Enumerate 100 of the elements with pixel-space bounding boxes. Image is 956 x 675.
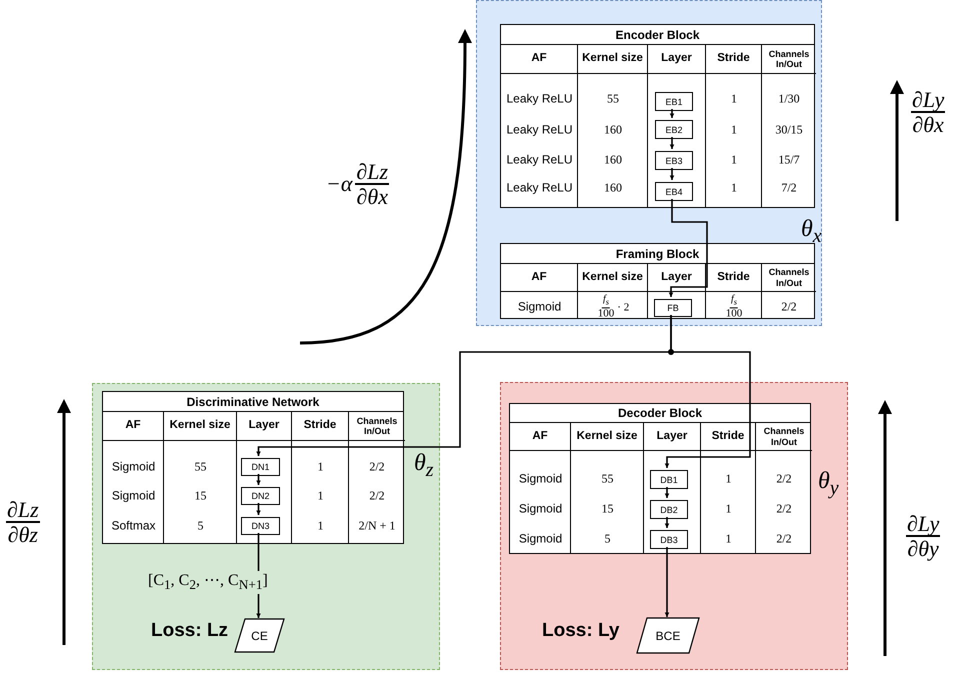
column-header: Stride (701, 423, 756, 451)
table-cell-text: 1 (731, 153, 737, 167)
table-cell-text: 1/30 (778, 92, 800, 106)
table-title: Encoder Block (501, 25, 814, 45)
column-header: Kernel size (578, 45, 648, 74)
table-cell-text: 1 (726, 532, 732, 546)
table-cell-text: Softmax (112, 519, 156, 533)
math-factor: −α (326, 171, 352, 198)
table-cell-text: 160 (604, 181, 622, 195)
table-cell-text: Leaky ReLU (506, 92, 573, 106)
layer-box: FB (654, 299, 692, 317)
table-cell-text: Leaky ReLU (506, 153, 573, 167)
column-header: Stride (292, 412, 349, 441)
connector-arrow (256, 503, 261, 515)
parameter-group-panel (500, 382, 848, 670)
table-cell-text: 1 (318, 519, 324, 533)
table-cell-text: 15 (602, 502, 614, 516)
column-header: Kernel size (571, 423, 644, 451)
fraction-denominator: ∂θy (906, 537, 940, 560)
fraction-numerator: f$_{s}$ (602, 294, 610, 308)
connector-arrow (670, 109, 674, 118)
math-factor: · 2 (617, 301, 630, 313)
table-cell-text: Sigmoid (518, 502, 562, 516)
loss-label: Loss: Ly (542, 620, 620, 642)
fraction-numerator: ∂Ly (906, 512, 940, 538)
column-header: Stride (706, 45, 762, 74)
table-cell-text: 5 (604, 532, 610, 546)
connector-arrow (256, 474, 261, 485)
layer-table (509, 403, 811, 554)
table-cell-text: Leaky ReLU (506, 181, 573, 195)
table-cell-text: 1 (731, 181, 737, 195)
column-header: Layer (644, 423, 701, 451)
fraction-numerator: f$_{s}$ (730, 294, 738, 308)
table-cell-text: 2/N + 1 (358, 519, 396, 533)
layer-box: DB1 (650, 470, 688, 489)
fraction-numerator: ∂Lz (355, 160, 390, 186)
column-header: Channels In/Out (762, 264, 816, 292)
layer-box: DB3 (650, 530, 688, 549)
parameter-group-panel (476, 0, 822, 326)
table-cell-text: Sigmoid (518, 532, 562, 546)
loss-label: Loss: Lz (151, 620, 228, 642)
table-cell-text: 1 (726, 472, 732, 486)
table-cell-text: Leaky ReLU (506, 123, 573, 137)
fraction-denominator: ∂θx (356, 185, 389, 208)
column-header: Channels In/Out (349, 412, 405, 441)
table-title: Decoder Block (510, 404, 810, 423)
table-cell-text: 2/2 (369, 489, 385, 503)
fraction-numerator: ∂Lz (6, 498, 40, 524)
table-cell-text: Sigmoid (518, 472, 562, 486)
parameter-symbol: θ$_{x}$ (801, 217, 822, 246)
table-cell-text: 2/2 (781, 300, 797, 314)
edge-label: [C$_{1}$, C$_{2}$, ⋯, C$_{N+1}$] (146, 571, 270, 594)
connector-arrow (664, 315, 751, 468)
column-header: Layer (648, 45, 706, 74)
column-header: Channels In/Out (756, 423, 812, 451)
column-header: Stride (706, 264, 762, 292)
layer-box: EB3 (655, 151, 693, 170)
table-cell-text: 160 (604, 123, 622, 137)
parameter-symbol: θ$_{y}$ (818, 469, 839, 498)
column-header: AF (501, 45, 578, 74)
column-header: AF (103, 412, 164, 441)
fraction-denominator: 100 (596, 308, 616, 320)
table-cell-text: 5 (198, 519, 204, 533)
connector-arrow (664, 487, 670, 498)
column-header: Kernel size (164, 412, 237, 441)
fraction-denominator: 100 (724, 308, 744, 320)
table-cell-text: 30/15 (775, 123, 803, 137)
loss-function-box: CE (235, 619, 284, 652)
layer-box: DB2 (650, 500, 688, 519)
layer-box: EB1 (655, 92, 693, 111)
layer-table (500, 24, 815, 208)
table-cell-text: 2/2 (369, 460, 385, 474)
table-cell-text: 7/2 (781, 181, 797, 195)
table-cell-text: 1 (318, 489, 324, 503)
table-cell-text: 2/2 (776, 472, 792, 486)
table-cell-text: 55 (607, 92, 619, 106)
table-cell-text: 1 (731, 92, 737, 106)
table-title: Discriminative Network (103, 392, 403, 412)
parameter-symbol: θ$_{z}$ (414, 451, 434, 480)
column-header: Layer (648, 264, 706, 292)
connector-arrow (670, 137, 674, 149)
parameter-group-panel (92, 383, 440, 670)
table-cell-text: Sigmoid (518, 300, 562, 314)
layer-box: DN2 (241, 487, 280, 505)
layer-table (102, 391, 404, 544)
connector-arrow (664, 517, 670, 528)
connector-arrow (664, 547, 670, 617)
fraction-numerator: ∂Ly (911, 88, 946, 114)
loss-function-box: BCE (637, 618, 699, 653)
column-header: Channels In/Out (762, 45, 816, 74)
connector-arrow (668, 199, 708, 297)
table-cell-text: 15 (194, 489, 206, 503)
fraction-denominator: ∂θz (6, 523, 39, 546)
connector-arrow (670, 168, 674, 180)
column-header: AF (510, 423, 571, 451)
table-title: Framing Block (501, 244, 814, 264)
table-cell-text: 160 (604, 153, 622, 167)
column-header: AF (501, 264, 578, 292)
table-cell-text: 55 (602, 472, 614, 486)
table-cell-text: 1 (726, 502, 732, 516)
